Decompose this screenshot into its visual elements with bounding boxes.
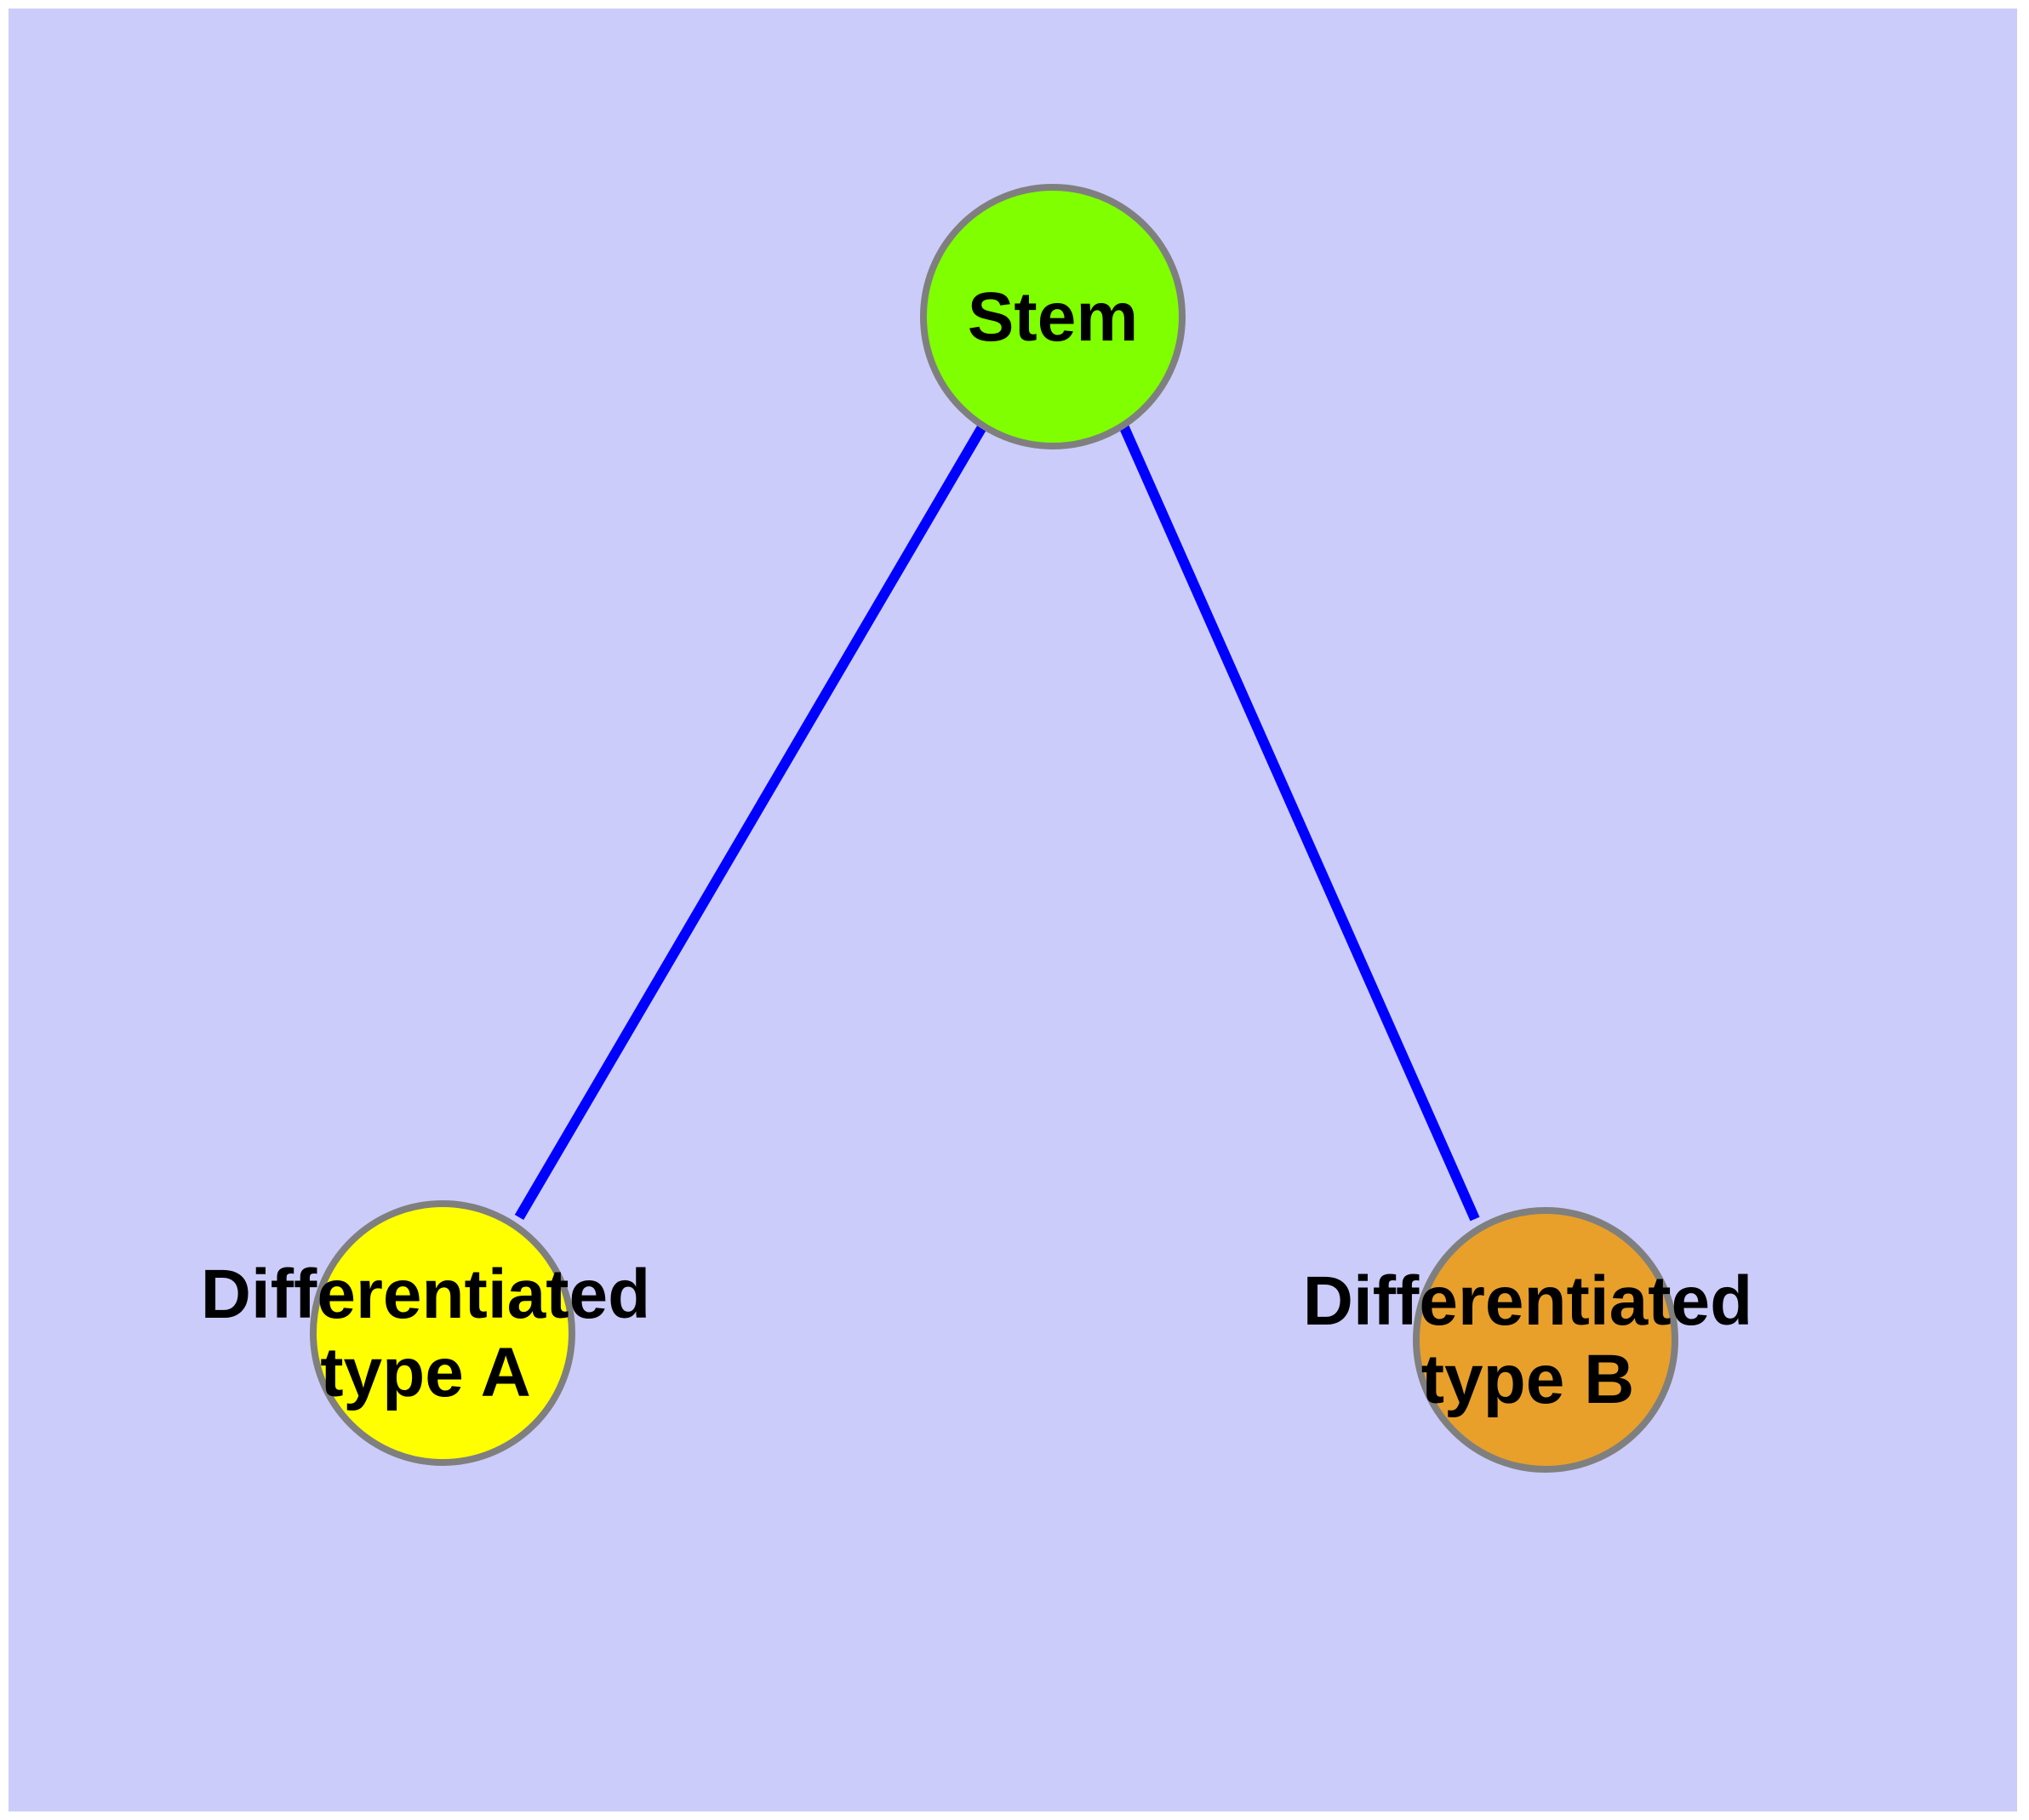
node-circle-diff_a[interactable] (310, 1200, 575, 1466)
node-label-stem-line-1: Stem (968, 278, 1139, 356)
node-label-diff_b-line-2: type B (1421, 1341, 1635, 1418)
node-circle-diff_b[interactable] (1413, 1207, 1678, 1473)
graph-node-stem[interactable]: Stem (920, 184, 1186, 449)
graph-edge (1118, 423, 1480, 1222)
graph-edge (514, 422, 988, 1221)
node-circle-stem[interactable] (920, 184, 1186, 449)
node-label-diff_b-line-1: Differentiated (1303, 1262, 1753, 1340)
edge-layer (514, 422, 1480, 1222)
node-label-diff_a-line-2: type A (320, 1334, 531, 1411)
node-label-diff_a-line-1: Differentiated (201, 1256, 651, 1333)
